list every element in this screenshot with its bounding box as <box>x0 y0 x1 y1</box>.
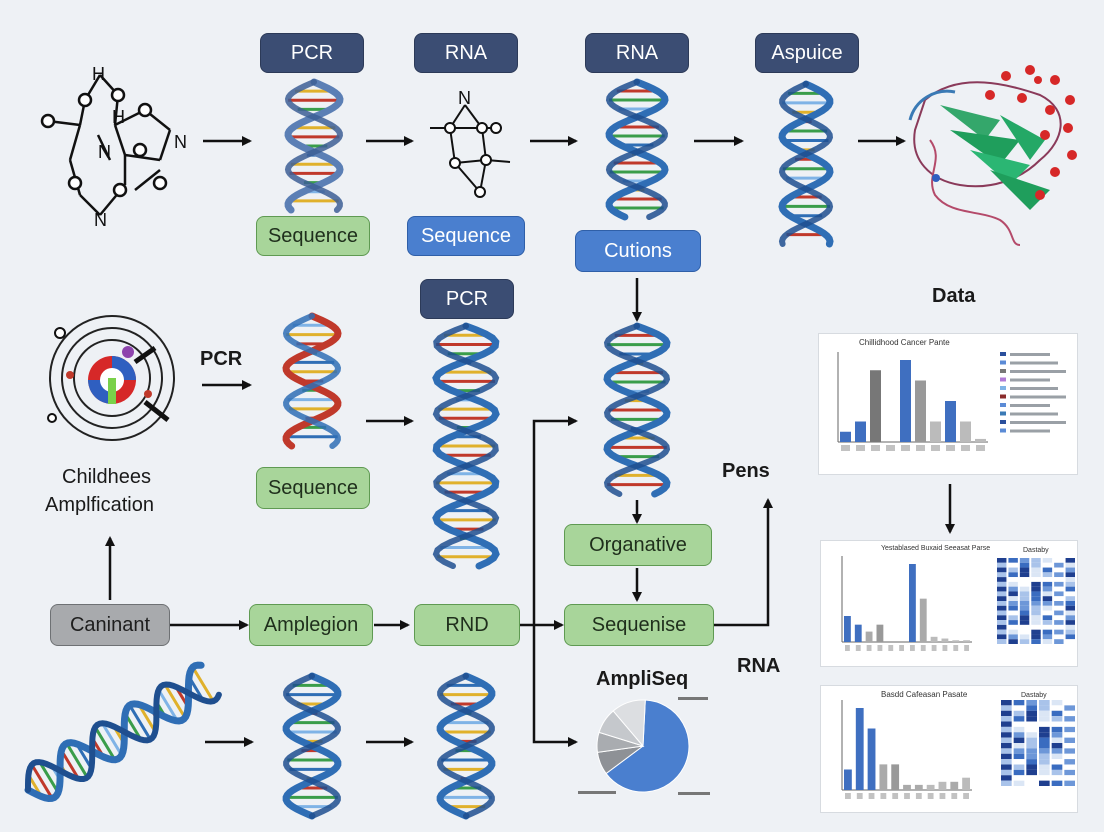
dna-strand <box>282 313 342 449</box>
label-data: Data <box>932 285 976 307</box>
dna-helix <box>282 672 342 820</box>
label-cutions: Cutions <box>575 230 701 272</box>
chart-panel-1-title: Chillidhood Cancer Pante <box>859 338 950 347</box>
label-caninant: Caninant <box>50 604 170 646</box>
label-ampliseq: AmpliSeq <box>596 668 689 690</box>
label-sequence-1: Sequence <box>256 216 370 256</box>
dna-helix <box>605 78 669 221</box>
label-sequence-3: Sequence <box>256 467 370 509</box>
label-mid-pcr: PCR <box>420 279 514 319</box>
dna-base-pair <box>60 749 80 780</box>
svg-text:N: N <box>98 142 111 162</box>
label-top-rna-2: RNA <box>585 33 689 73</box>
label-rnd: RND <box>414 604 520 646</box>
molecule-structure-middle <box>430 104 511 198</box>
dna-helix <box>284 78 344 214</box>
dna-helix <box>282 312 342 450</box>
label-rna-right: RNA <box>737 655 781 677</box>
dna-strand <box>284 78 344 214</box>
svg-text:H: H <box>112 107 125 127</box>
label-childhees: Childhees <box>62 466 151 488</box>
dna-base-pair <box>93 726 117 761</box>
svg-text:H: H <box>92 64 105 84</box>
label-sequenise: Sequenise <box>564 604 714 646</box>
chart-panel-2: Yestablased Buxaid Seeasat Parse Dastaby <box>820 540 1078 667</box>
dna-helix <box>778 80 834 248</box>
dna-helix <box>436 672 496 820</box>
label-pens: Pens <box>722 460 770 482</box>
dna-helix <box>603 322 671 498</box>
label-organative: Organative <box>564 524 712 566</box>
pie-tiny-labels <box>578 697 710 795</box>
dna-base-pair <box>191 666 215 702</box>
dna-strand <box>24 681 222 793</box>
chart-panel-2-side-title: Dastaby <box>1023 547 1049 554</box>
flow-arrows <box>105 136 955 747</box>
dna-helices <box>24 78 834 820</box>
chart-panel-3-side-title: Dastaby <box>1021 692 1047 699</box>
dna-strand <box>432 322 500 570</box>
molecule-structure-top-left <box>40 74 172 216</box>
dna-strand <box>603 323 671 497</box>
dna-strand <box>284 79 343 213</box>
label-pcr-side: PCR <box>200 348 243 370</box>
chart-panel-2-title: Yestablased Buxaid Seeasat Parse <box>881 545 991 552</box>
dna-base-pair <box>38 761 60 794</box>
dna-strand <box>282 312 342 450</box>
dna-strand <box>283 673 341 819</box>
dna-base-pair <box>101 722 123 756</box>
chart-panel-1: Chillidhood Cancer Pante <box>818 333 1078 475</box>
molecule-middle-n-label: N <box>458 88 471 108</box>
svg-text:N: N <box>94 210 107 230</box>
dna-strand <box>605 79 668 220</box>
chart-panel-3: Basdd Cafeasan Pasate Dastaby <box>820 685 1078 813</box>
pie-slice <box>605 699 690 793</box>
dna-base-pair <box>163 683 187 719</box>
label-top-aspuice: Aspuice <box>755 33 859 73</box>
dna-strand <box>24 661 205 802</box>
label-sequence-2: Sequence <box>407 216 525 256</box>
dna-base-pair <box>157 689 179 722</box>
dna-helix-diagonal <box>24 661 222 802</box>
label-amplegion: Amplegion <box>249 604 373 646</box>
chart-panel-3-title: Basdd Cafeasan Pasate <box>881 690 968 699</box>
label-top-rna-1: RNA <box>414 33 518 73</box>
ampliseq-pie-chart <box>596 699 690 793</box>
dna-strand <box>778 81 834 247</box>
label-amplfication: Amplfication <box>45 494 154 516</box>
cell-target-icon <box>47 315 175 441</box>
dna-base-pair <box>30 763 54 800</box>
dna-base-pair <box>65 742 89 779</box>
pie-slice <box>612 699 646 748</box>
label-top-pcr: PCR <box>260 33 364 73</box>
dna-strand <box>437 673 495 819</box>
protein-structure <box>908 65 1077 246</box>
dna-strand <box>778 80 834 248</box>
svg-text:N: N <box>174 132 187 152</box>
dna-strand <box>432 323 500 569</box>
dna-base-pair <box>128 704 152 741</box>
molecule-atom-labels: H H N N N <box>92 64 187 230</box>
dna-strand <box>605 78 669 221</box>
dna-helix <box>432 322 500 570</box>
